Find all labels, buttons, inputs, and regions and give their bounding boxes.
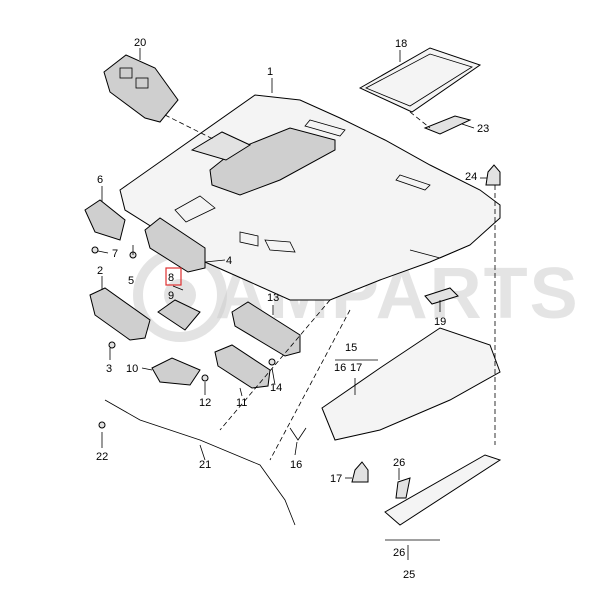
bracket-part [84,199,126,241]
callout-26: 26 [393,547,405,559]
callout-16: 16 [290,459,302,471]
callout-5: 5 [128,275,134,287]
retainer-clip [289,427,307,441]
callout-20: 20 [134,37,146,49]
callout-labels: 1 2 3 4 5 6 7 8 9 10 11 12 13 14 15 16 1… [96,37,489,581]
sunroof-seal-panel [358,47,482,113]
pillar-trim-panel [321,327,501,441]
grab-handle-left [89,287,151,341]
callout-26a: 26 [393,457,405,469]
callout-7: 7 [112,248,118,260]
callout-19: 19 [434,316,446,328]
push-clip [351,461,369,483]
sill-trim-panel [384,454,502,526]
callout-13: 13 [267,292,279,304]
grab-handle-right [214,344,271,389]
clip-part [485,164,501,186]
callout-21: 21 [199,459,211,471]
sill-clip [395,477,411,499]
callout-17: 17 [330,473,342,485]
callout-4: 4 [226,255,232,267]
overhead-console [103,54,179,123]
callout-15: 15 [345,342,357,354]
light-unit [151,357,201,386]
callout-9: 9 [168,290,174,302]
callout-8: 8 [168,272,174,284]
callout-18: 18 [395,38,407,50]
hinge-bracket [144,217,206,273]
wiring-harness [104,399,296,526]
callout-22: 22 [96,451,108,463]
hinge-bracket-right [231,301,301,357]
callout-1: 1 [267,66,273,78]
leader-lines [97,48,487,560]
callout-17a: 17 [350,362,362,374]
guide-lines [164,111,496,461]
callout-14: 14 [270,382,282,394]
lamp-part [157,299,201,331]
trim-cover-part [423,115,472,135]
callout-8-highlight [165,267,182,286]
callout-24: 24 [465,171,477,183]
small-clip-part [424,287,459,305]
callout-12: 12 [199,397,211,409]
callout-16a: 16 [334,362,346,374]
callout-6: 6 [97,174,103,186]
callout-11: 11 [236,397,247,409]
callout-10: 10 [126,363,138,375]
headliner-panel [119,94,501,301]
callout-2: 2 [97,265,103,277]
callout-25: 25 [403,569,415,581]
callout-23: 23 [477,123,489,135]
callout-3: 3 [106,363,112,375]
